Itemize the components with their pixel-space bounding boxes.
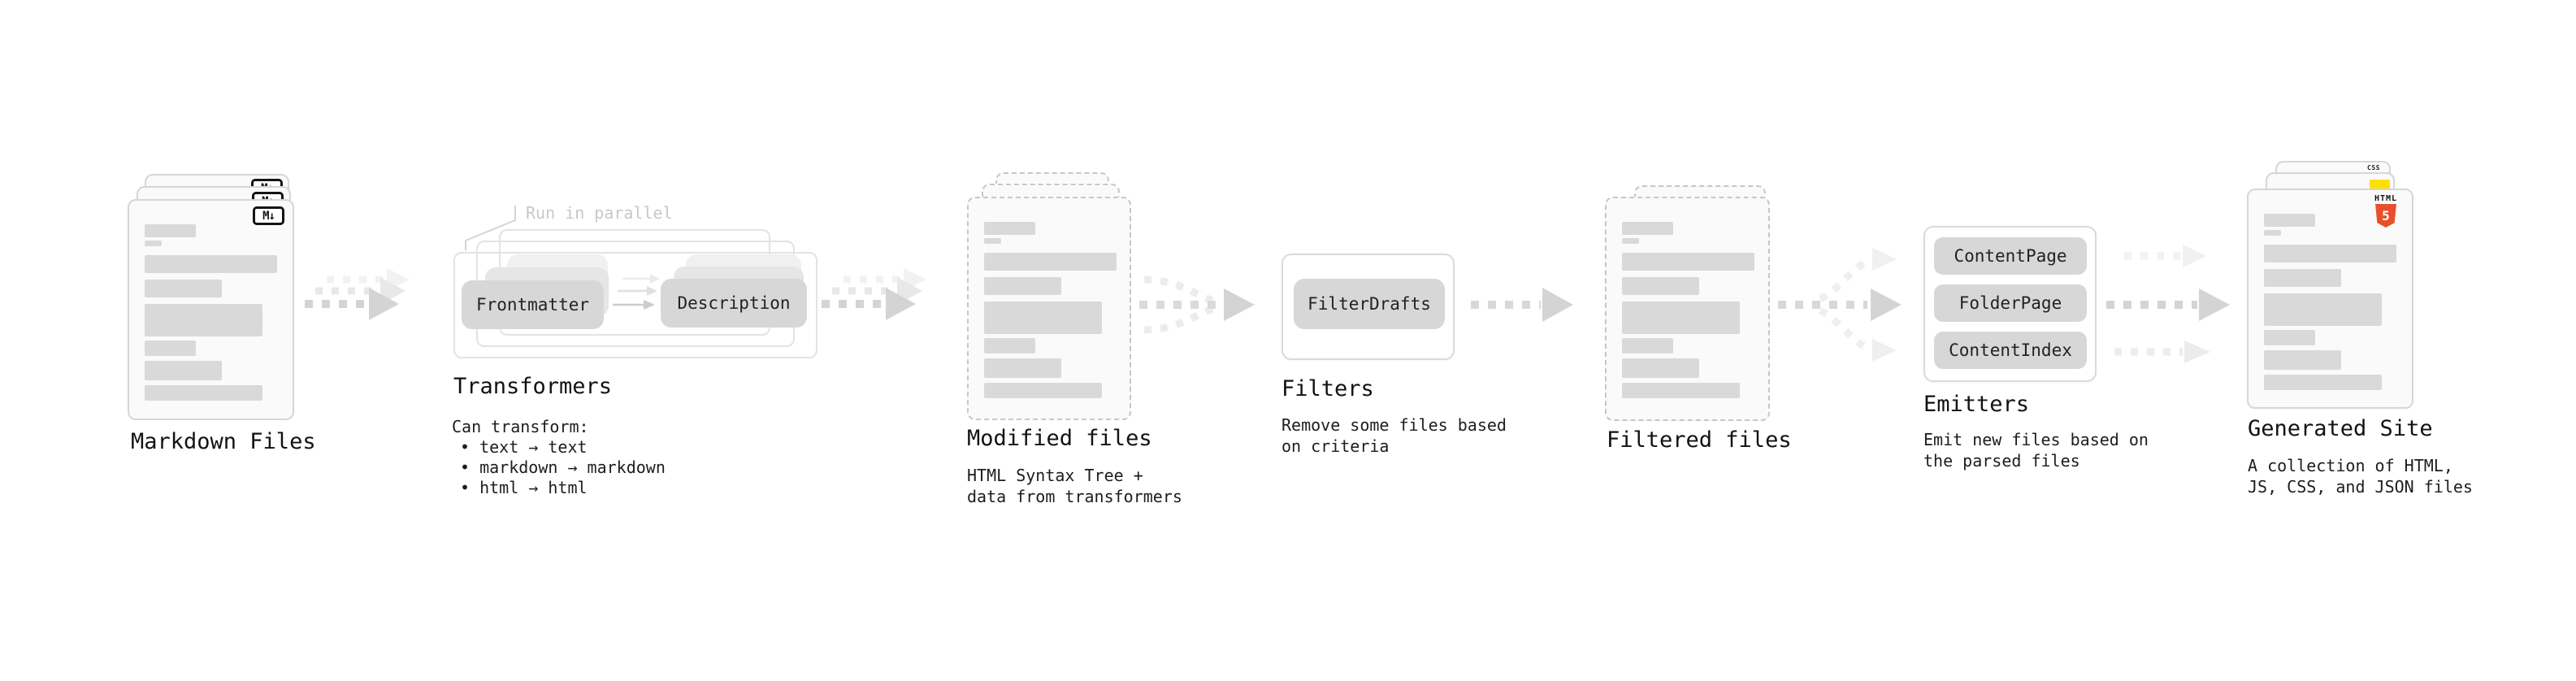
html5-icon-shield: 5 (2375, 204, 2396, 228)
generated-site-title: Generated Site (2248, 416, 2433, 441)
flow-arrow-filtered-to-emitters (1778, 248, 1902, 362)
css-icon-label: CSS (2367, 164, 2380, 171)
skeleton-bar (2264, 230, 2281, 236)
document-skeleton-lines (1607, 198, 1768, 419)
transformer-pill-frontmatter: Frontmatter (462, 280, 604, 329)
transform-bullet: • markdown → markdown (460, 458, 666, 477)
html5-icon-label: HTML (2374, 194, 2398, 203)
skeleton-bar (984, 222, 1035, 235)
skeleton-bar (1622, 277, 1699, 295)
skeleton-bar (1622, 222, 1673, 235)
generated-site-desc: A collection of HTML, JS, CSS, and JSON … (2248, 456, 2473, 497)
flow-arrow-transformers-to-modified (822, 268, 926, 320)
skeleton-bar (984, 301, 1102, 334)
transform-bullet: • html → html (460, 478, 588, 497)
emitters-desc: Emit new files based on the parsed files (1923, 430, 2149, 471)
run-in-parallel-leader-line (465, 206, 516, 250)
skeleton-bar (1622, 358, 1699, 378)
filters-desc: Remove some files based on criteria (1281, 415, 1507, 456)
skeleton-bar (2264, 214, 2315, 227)
skeleton-bar (1622, 383, 1740, 398)
html5-icon: HTML 5 (2370, 194, 2402, 228)
filtered-file-card-front (1605, 197, 1770, 421)
emitter-pill-folderpage: FolderPage (1934, 284, 2087, 322)
html5-icon-number: 5 (2382, 208, 2390, 223)
document-skeleton-lines (969, 198, 1130, 419)
flow-arrow-modified-to-filters (1139, 275, 1255, 334)
markdown-file-card-front: M↓ (128, 199, 294, 420)
skeleton-bar (145, 340, 196, 356)
skeleton-bar (1622, 338, 1673, 354)
skeleton-bar (145, 224, 196, 237)
generated-file-card-html: HTML 5 (2247, 189, 2413, 409)
emitter-pill-contentindex: ContentIndex (1934, 332, 2087, 369)
markdown-icon: M↓ (253, 206, 284, 225)
skeleton-bar (145, 255, 277, 273)
transformer-pill-description: Description (661, 279, 807, 327)
document-skeleton-lines (129, 201, 293, 419)
modified-file-card-front (967, 197, 1131, 420)
flow-arrows-emitters-to-generated (2106, 245, 2230, 363)
skeleton-bar (2264, 350, 2341, 370)
transformers-container-front (453, 252, 817, 358)
skeleton-bar (984, 338, 1035, 354)
skeleton-bar (1622, 301, 1740, 334)
js-icon (2370, 180, 2390, 189)
skeleton-bar (145, 361, 222, 380)
modified-files-desc: HTML Syntax Tree + data from transformer… (967, 466, 1182, 506)
skeleton-bar (145, 280, 222, 297)
skeleton-bar (2264, 330, 2315, 345)
filters-title: Filters (1281, 376, 1374, 401)
modified-files-stack (967, 172, 1138, 424)
skeleton-bar (1622, 238, 1639, 244)
emitters-title: Emitters (1923, 392, 2030, 417)
transformer-parallel-arrows (613, 274, 660, 310)
filtered-files-stack (1605, 185, 1776, 425)
modified-files-title: Modified files (967, 426, 1152, 451)
transformers-title: Transformers (453, 374, 613, 399)
transform-bullet: • text → text (460, 437, 588, 457)
skeleton-bar (984, 253, 1117, 271)
markdown-files-title: Markdown Files (131, 429, 316, 454)
transformers-desc-heading: Can transform: (452, 417, 589, 436)
document-skeleton-lines (2249, 190, 2412, 407)
skeleton-bar (2264, 269, 2341, 287)
run-in-parallel-note: Run in parallel (526, 203, 673, 223)
skeleton-bar (2264, 245, 2396, 262)
skeleton-bar (2264, 375, 2382, 390)
skeleton-bar (145, 241, 162, 246)
skeleton-bar (1622, 253, 1754, 271)
skeleton-bar (145, 304, 262, 336)
markdown-files-stack: M↓ M↓ M↓ (128, 159, 319, 423)
skeleton-bar (145, 385, 262, 401)
emitter-pill-contentpage: ContentPage (1934, 237, 2087, 275)
skeleton-bar (984, 358, 1061, 378)
skeleton-bar (984, 383, 1102, 398)
flow-arrow-filters-to-filtered (1471, 288, 1573, 322)
skeleton-bar (984, 238, 1001, 244)
generated-site-stack: CSS HTML 5 (2247, 161, 2418, 411)
filter-pill-filterdrafts: FilterDrafts (1294, 279, 1445, 329)
skeleton-bar (984, 277, 1061, 295)
flow-arrow-markdown-to-transformers (305, 268, 410, 320)
skeleton-bar (2264, 293, 2382, 326)
filtered-files-title: Filtered files (1607, 427, 1792, 453)
transformers-bullet-list: • text → text • markdown → markdown • ht… (460, 437, 666, 498)
